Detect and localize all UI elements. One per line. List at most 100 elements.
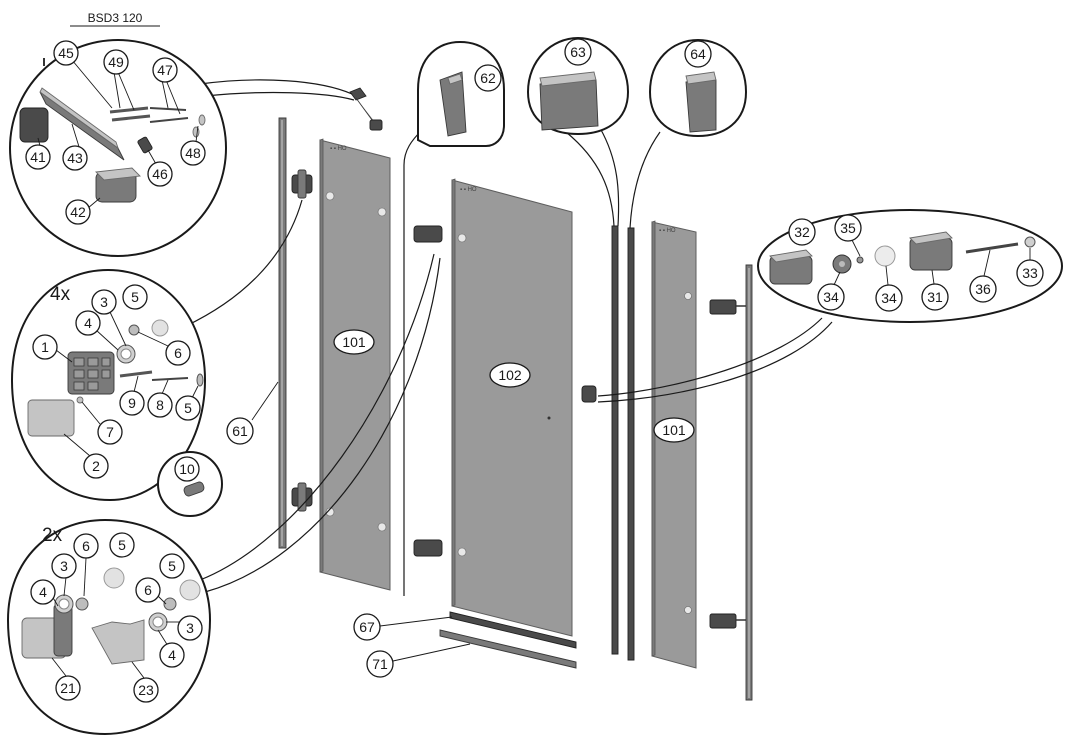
svg-text:5: 5 [118,537,126,553]
svg-text:4: 4 [84,315,92,331]
hinge-label-6: 6 [137,331,191,366]
label-101-left: 101 [333,329,375,355]
hinge-label-1: 1 [32,334,73,363]
stab-label-49: 49 [103,49,135,111]
stab-label-43: 43 [62,123,88,171]
hinge-label-8: 8 [147,379,173,418]
seal-profile-62 [403,129,423,596]
seal-profile-64 [627,227,635,661]
svg-text:9: 9 [128,395,136,411]
stab-label-45: 45 [53,40,113,109]
handle-label-34b: 34 [875,265,903,312]
hinge-label-4: 4 [75,310,119,351]
label-67: 67 [353,613,453,641]
pivot-label-6b: 6 [135,577,167,605]
stab-label-48: 48 [180,125,206,166]
callout-seal-64: 64 [629,38,748,229]
label-101-right: 101 [653,417,695,443]
glass-door: ▪ ▪ HO [451,178,573,637]
pivot-label-5b: 5 [159,553,185,579]
callout-stabilizer: BSD3 120 45 49 47 [9,11,355,257]
stab-label-47: 47 [152,57,181,115]
pivot-label-21: 21 [51,657,81,701]
seal-profile-63 [611,225,619,655]
svg-text:42: 42 [70,204,86,220]
svg-text:36: 36 [975,281,991,297]
handle-label-34a: 34 [817,271,845,311]
svg-text:32: 32 [794,224,810,240]
label-64-text: 64 [690,46,706,62]
callout-pivot: 2x 6 5 5 3 [6,253,441,736]
svg-text:▪ ▪ HO: ▪ ▪ HO [330,146,347,152]
pivot-label-23: 23 [131,661,159,703]
pivot-label-6a: 6 [73,533,99,597]
svg-text:5: 5 [168,558,176,574]
label-102-text: 102 [498,367,522,383]
door-hinge-top [413,225,443,243]
label-67-text: 67 [359,619,375,635]
hinge-label-5b: 5 [175,385,201,421]
svg-text:47: 47 [157,62,173,78]
pivot-label-3a: 3 [51,553,77,597]
hinge-label-7: 7 [81,401,123,445]
callout-seal-62: 62 [417,40,505,147]
wall-hinge-top [291,169,313,199]
glass-panel-right: ▪ ▪ HO [651,220,697,669]
right-bracket-bottom [709,613,746,629]
hinge-label-9: 9 [119,375,145,416]
pivot-label-5a: 5 [109,532,135,558]
label-71-text: 71 [372,656,388,672]
callout-handle: 32 35 34 34 31 36 33 [597,209,1063,403]
svg-text:3: 3 [100,294,108,310]
hinge-label-5a: 5 [122,284,148,310]
hinge-label-2: 2 [63,433,109,479]
svg-text:21: 21 [60,680,76,696]
svg-text:35: 35 [840,220,856,236]
svg-text:46: 46 [152,166,168,182]
label-61: 61 [226,381,279,445]
svg-text:2: 2 [92,458,100,474]
handle-label-31: 31 [921,269,949,311]
svg-text:8: 8 [156,397,164,413]
bottom-drip-71 [439,629,577,669]
handle-label-33: 33 [1016,248,1044,287]
svg-text:1: 1 [41,339,49,355]
stab-label-41: 41 [25,137,51,170]
svg-text:5: 5 [131,289,139,305]
callout-seal-63: 63 [526,36,630,227]
glass-panel-left: ▪ ▪ HO [319,138,391,591]
svg-text:41: 41 [30,149,46,165]
svg-text:3: 3 [186,620,194,636]
svg-text:4: 4 [39,584,47,600]
multiplier-4x: 4x [50,284,71,305]
svg-text:7: 7 [106,424,114,440]
handle-label-36: 36 [969,249,997,303]
label-61-text: 61 [232,423,248,439]
svg-text:6: 6 [82,538,90,554]
stab-label-42: 42 [65,197,101,225]
svg-text:5: 5 [184,400,192,416]
svg-text:48: 48 [185,145,201,161]
svg-text:34: 34 [823,289,839,305]
label-63-text: 63 [570,44,586,60]
hinge-label-3: 3 [91,289,127,347]
svg-text:49: 49 [108,54,124,70]
wall-profile-right [745,264,753,701]
door-handle [581,385,597,403]
svg-text:23: 23 [138,682,154,698]
pivot-label-3b: 3 [166,615,203,641]
label-62-text: 62 [480,70,496,86]
handle-label-35: 35 [834,214,862,257]
svg-text:4: 4 [168,647,176,663]
wall-profile-left [278,117,287,549]
callout-part-10: 10 [157,451,223,517]
door-hinge-bottom [413,539,443,557]
svg-text:▪ ▪ HO: ▪ ▪ HO [659,228,676,234]
multiplier-2x: 2x [42,525,63,546]
svg-text:33: 33 [1022,265,1038,281]
pivot-label-4b: 4 [157,629,185,668]
svg-text:6: 6 [144,582,152,598]
pivot-label-4a: 4 [30,579,59,607]
svg-text:34: 34 [881,290,897,306]
